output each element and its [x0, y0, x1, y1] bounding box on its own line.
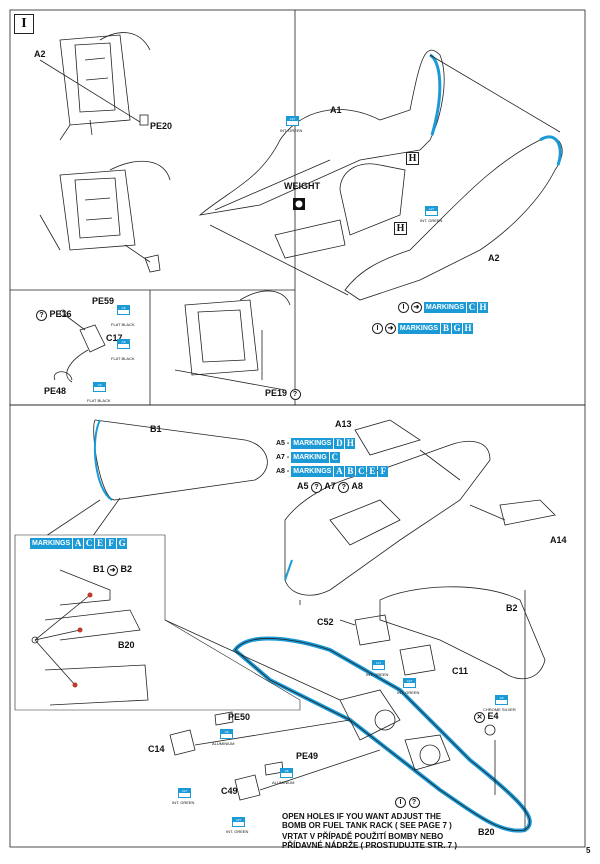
part-label-pe48: PE48 [44, 386, 67, 396]
paint-name: FLAT BLACK [111, 356, 135, 361]
part-label-pe49: PE49 [296, 751, 319, 761]
arrow-icon: ➜ [107, 565, 119, 576]
b1-to-b2-step: B1 ➜ B2 [93, 564, 133, 576]
paint-name: INT. GREEN [226, 829, 249, 834]
part-label-a2-right: A2 [488, 253, 500, 263]
paint-name: INT. GREEN [366, 672, 389, 677]
paint-chip: C27 [232, 817, 245, 827]
markings-option-1: I ➜ MARKINGS C H [398, 302, 489, 313]
paint-name: INT. GREEN [397, 690, 420, 695]
markings-option-2: I ➜ MARKINGS B G H [372, 323, 474, 334]
variant-icon: I [372, 323, 383, 334]
part-label-b20: B20 [478, 827, 495, 837]
optional-icon: ? [338, 482, 350, 493]
part-label-pe50: PE50 [228, 712, 251, 722]
optional-icon: ? [289, 389, 301, 400]
paint-chip: C8 [220, 729, 233, 739]
paint-name: INT. GREEN [172, 800, 195, 805]
arrow-icon: ➜ [410, 302, 422, 313]
part-label-a14: A14 [550, 535, 567, 545]
part-options-a5-a7-a8: A5 ? A7 ? A8 [297, 481, 363, 493]
section-roman-badge: I [14, 14, 34, 34]
paint-chip: C9 [117, 305, 130, 315]
part-label-c52: C52 [317, 617, 334, 627]
part-label-pe19: PE19 ? [265, 389, 301, 400]
paint-chip: C27 [178, 788, 191, 798]
variant-h-badge: H [406, 152, 419, 165]
optional-icon: ? [408, 797, 420, 808]
paint-chip: C27 [286, 116, 299, 126]
paint-chip: C27 [372, 660, 385, 670]
paint-chip: C9 [117, 339, 130, 349]
paint-name: ALUMINIUM [272, 780, 295, 785]
part-label-c11: C11 [452, 666, 469, 676]
part-label-pe59: PE59 [92, 296, 115, 306]
part-label-b20-inset: B20 [118, 640, 135, 650]
markings-list-a7: A7 - MARKING C [276, 452, 340, 463]
variant-icon: I [395, 797, 406, 808]
variant-icons: I ? [395, 797, 420, 808]
part-label-b1: B1 [150, 424, 162, 434]
paint-name: INT. GREEN [420, 218, 443, 223]
part-label-b2: B2 [506, 603, 518, 613]
part-label-e4: ✕ E4 [474, 712, 499, 723]
paint-chip: C8 [495, 695, 508, 705]
variant-icon: I [398, 302, 409, 313]
weight-label: WEIGHT [284, 181, 320, 191]
paint-name: FLAT BLACK [87, 398, 111, 403]
arrow-icon: ➜ [384, 323, 396, 334]
paint-chip: C27 [425, 206, 438, 216]
markings-list-a5: A5 - MARKINGS D H [276, 438, 356, 449]
remove-icon: ✕ [474, 712, 485, 723]
paint-chip: C9 [93, 382, 106, 392]
page-number: 5 [586, 846, 591, 855]
part-label-a1: A1 [330, 105, 342, 115]
inset-markings: MARKINGS A C E F G [30, 538, 128, 549]
markings-list-a8: A8 - MARKINGS A B C E F [276, 466, 389, 477]
paint-name: INT. GREEN [280, 128, 303, 133]
part-label-a13: A13 [335, 419, 352, 429]
paint-name: CHROME SILVER [483, 707, 516, 712]
optional-icon: ? [36, 310, 47, 321]
part-label-pe20: PE20 [150, 121, 173, 131]
variant-h-badge: H [394, 222, 407, 235]
part-label-pe16: ? PE16 [36, 310, 72, 321]
paint-name: FLAT BLACK [111, 322, 135, 327]
part-label-c14: C14 [148, 744, 165, 754]
part-label-c17: C17 [106, 333, 123, 343]
paint-name: ALUMINIUM [212, 741, 235, 746]
optional-icon: ? [311, 482, 323, 493]
paint-chip: C27 [403, 678, 416, 688]
part-label-a2: A2 [34, 49, 46, 59]
paint-chip: C8 [280, 768, 293, 778]
bottom-frame [9, 404, 586, 848]
part-label-c49: C49 [221, 786, 238, 796]
